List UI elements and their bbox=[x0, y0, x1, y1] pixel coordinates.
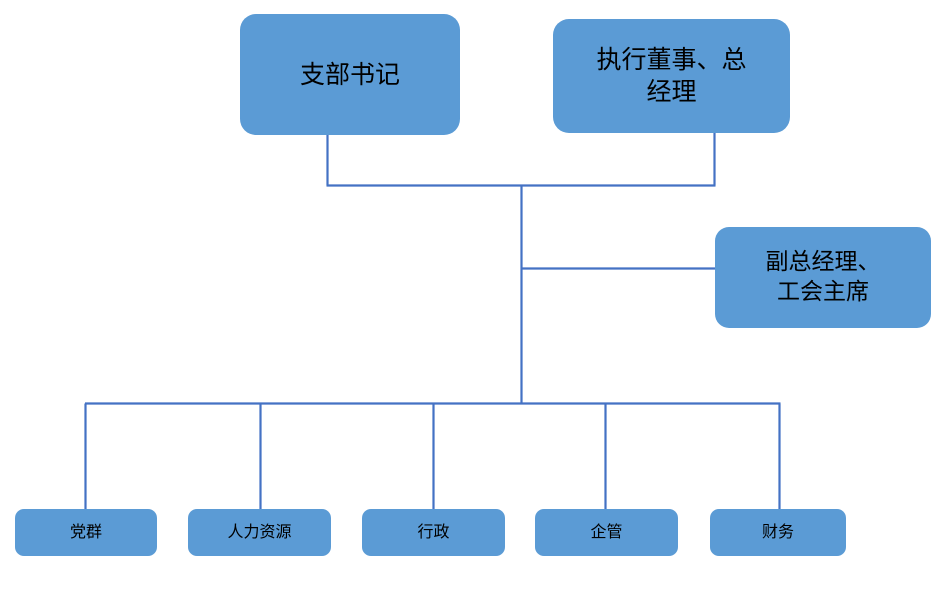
node-party-secretary[interactable]: 支部书记 bbox=[240, 14, 460, 135]
node-department-finance[interactable]: 财务 bbox=[710, 509, 846, 556]
node-department-party-mass-work[interactable]: 党群 bbox=[15, 509, 157, 556]
node-department-administration[interactable]: 行政 bbox=[362, 509, 505, 556]
node-executive-director-general-manager[interactable]: 执行董事、总 经理 bbox=[553, 19, 790, 133]
node-department-human-resources[interactable]: 人力资源 bbox=[188, 509, 331, 556]
node-department-enterprise-management[interactable]: 企管 bbox=[535, 509, 678, 556]
node-deputy-general-manager-union-chair[interactable]: 副总经理、 工会主席 bbox=[715, 227, 931, 328]
